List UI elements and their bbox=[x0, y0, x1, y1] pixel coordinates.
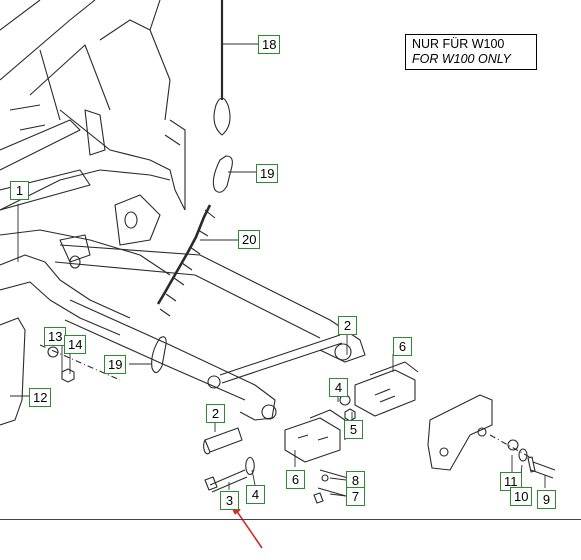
mount-plate bbox=[427, 394, 493, 471]
callout-20[interactable]: 20 bbox=[238, 230, 261, 249]
callout-6-lower[interactable]: 6 bbox=[286, 470, 305, 489]
model-note-box: NUR FÜR W100 FOR W100 ONLY bbox=[405, 34, 537, 70]
model-note-line-de: NUR FÜR W100 bbox=[412, 37, 505, 51]
callout-18[interactable]: 18 bbox=[258, 35, 281, 54]
leader-lines bbox=[10, 43, 546, 497]
chain-assembly bbox=[151, 0, 233, 374]
lift-arm bbox=[54, 194, 366, 421]
bottom-divider bbox=[0, 519, 581, 520]
callout-19-lower[interactable]: 19 bbox=[104, 355, 127, 374]
callout-6-upper[interactable]: 6 bbox=[393, 337, 412, 356]
bolt-3 bbox=[204, 456, 255, 493]
callout-13[interactable]: 13 bbox=[44, 327, 67, 346]
red-arrow bbox=[235, 509, 263, 549]
side-plate bbox=[0, 317, 26, 426]
callout-5[interactable]: 5 bbox=[344, 420, 363, 439]
callout-3[interactable]: 3 bbox=[220, 491, 239, 510]
callout-2-lower[interactable]: 2 bbox=[206, 404, 225, 423]
callout-7[interactable]: 7 bbox=[346, 487, 365, 506]
callout-19-top[interactable]: 19 bbox=[256, 164, 279, 183]
pin-2 bbox=[203, 427, 243, 455]
callout-10[interactable]: 10 bbox=[510, 487, 533, 506]
callout-9[interactable]: 9 bbox=[537, 490, 556, 509]
hardware-right bbox=[489, 434, 556, 479]
machine-body bbox=[0, 0, 186, 336]
callout-2-upper[interactable]: 2 bbox=[338, 316, 357, 335]
callout-4-lower[interactable]: 4 bbox=[246, 485, 265, 504]
callout-12[interactable]: 12 bbox=[29, 388, 52, 407]
washer-nut-left bbox=[39, 344, 121, 383]
callout-8[interactable]: 8 bbox=[346, 471, 365, 490]
bolts-7-8 bbox=[313, 469, 349, 504]
callout-1[interactable]: 1 bbox=[10, 181, 29, 200]
callout-14[interactable]: 14 bbox=[64, 335, 87, 354]
model-note-line-en: FOR W100 ONLY bbox=[412, 52, 511, 66]
callout-4-upper[interactable]: 4 bbox=[329, 378, 348, 397]
clevis-lower bbox=[284, 409, 346, 463]
